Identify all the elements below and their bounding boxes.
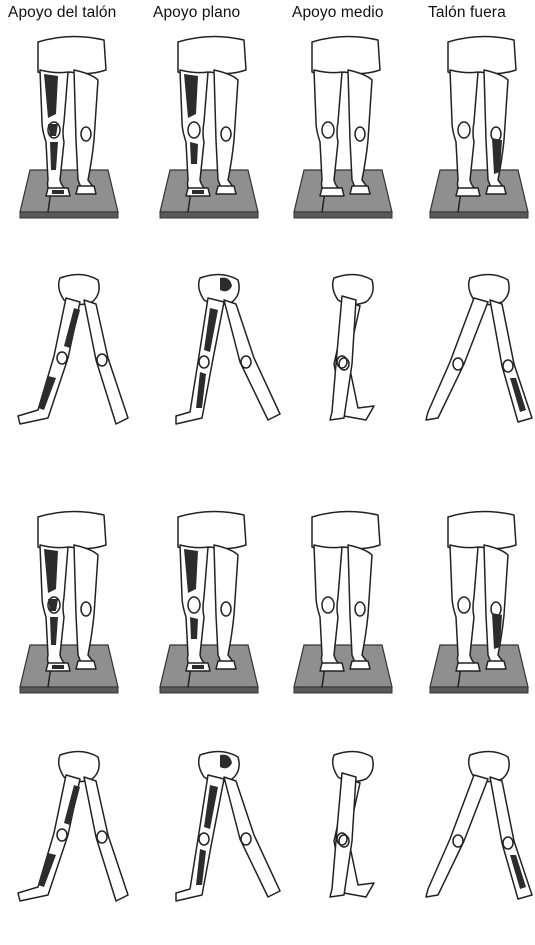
phase-label-heel-off: Talón fuera	[428, 4, 506, 22]
muscle-calf	[190, 617, 198, 639]
pelvis	[59, 274, 99, 304]
front-view-legs	[430, 511, 528, 693]
leg-illustration-row2-col3	[282, 268, 400, 468]
phase-label-midstance: Apoyo medio	[292, 4, 384, 22]
pelvis	[448, 36, 516, 75]
pelvis	[448, 511, 516, 550]
side-view-legs	[426, 751, 532, 899]
leg-illustration-row1-col3	[282, 30, 400, 230]
leg-illustration-row1-col1	[8, 30, 126, 230]
leg-illustration-row3-col3	[282, 505, 400, 705]
front-view-legs	[20, 511, 118, 693]
front-view-legs	[160, 36, 258, 218]
muscle-foot	[192, 665, 204, 669]
leg-illustration-row3-col2	[148, 505, 266, 705]
lead-leg	[18, 775, 80, 901]
phase-label-heel-strike: Apoyo del talón	[8, 4, 116, 22]
phase-label-foot-flat: Apoyo plano	[153, 4, 240, 22]
leg-illustration-row4-col1	[8, 745, 126, 945]
rear-leg	[224, 777, 280, 897]
pelvis	[38, 511, 106, 550]
leg-illustration-row2-col1	[8, 268, 126, 468]
leg-illustration-row2-col4	[418, 268, 535, 468]
leg-illustration-row3-col1	[8, 505, 126, 705]
pelvis	[312, 36, 380, 75]
pelvis	[59, 751, 99, 781]
front-view-legs	[430, 36, 528, 218]
front-view-legs	[160, 511, 258, 693]
muscle-foot	[52, 190, 64, 194]
leg-illustration-row1-col4	[418, 30, 535, 230]
side-view-legs	[176, 274, 280, 424]
pelvis	[38, 36, 106, 75]
leg-illustration-row1-col2	[148, 30, 266, 230]
side-view-legs	[330, 751, 374, 897]
side-view-legs	[18, 751, 128, 901]
leg-illustration-row4-col2	[148, 745, 266, 945]
leg-illustration-row4-col4	[418, 745, 535, 945]
side-view-legs	[426, 274, 532, 422]
front-view-legs	[20, 36, 118, 218]
leg-illustration-row2-col2	[148, 268, 266, 468]
side-view-legs	[176, 751, 280, 901]
lead-leg	[426, 775, 488, 897]
leg-illustration-row4-col3	[282, 745, 400, 945]
pelvis	[312, 511, 380, 550]
side-view-legs	[18, 274, 128, 424]
muscle-calf	[190, 142, 198, 164]
leg-illustration-row3-col4	[418, 505, 535, 705]
lead-leg	[18, 298, 80, 424]
front-view-legs	[294, 36, 392, 218]
muscle-foot	[192, 190, 204, 194]
side-view-legs	[330, 274, 374, 420]
muscle-foot	[52, 665, 64, 669]
pelvis	[178, 36, 246, 75]
rear-leg	[224, 300, 280, 420]
pelvis	[178, 511, 246, 550]
lead-leg	[426, 298, 488, 420]
front-view-legs	[294, 511, 392, 693]
